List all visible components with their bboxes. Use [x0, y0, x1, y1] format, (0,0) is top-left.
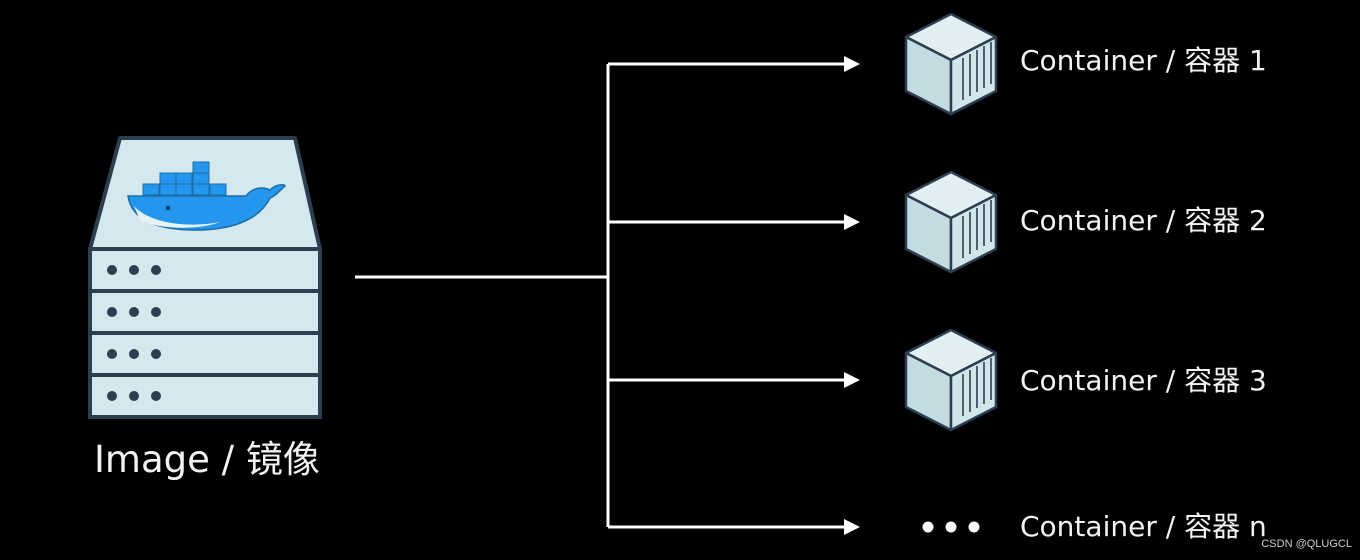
container-box-icon	[904, 12, 998, 116]
arrowhead-icon	[844, 372, 860, 388]
arrowheads	[844, 56, 860, 535]
connector-lines	[355, 62, 846, 529]
arrowhead-icon	[844, 519, 860, 535]
arrowhead-icon	[844, 214, 860, 230]
container-label-2: Container / 容器 2	[1020, 204, 1267, 237]
image-label: Image / 镜像	[94, 438, 320, 481]
watermark: CSDN @QLUGCL	[1261, 538, 1352, 550]
arrowhead-icon	[844, 56, 860, 72]
ellipsis-icon	[922, 521, 980, 533]
docker-image-server-icon	[88, 136, 322, 419]
docker-whale-icon	[127, 161, 286, 231]
server-rows	[88, 247, 322, 419]
container-label-1: Container / 容器 1	[1020, 44, 1267, 77]
container-label-3: Container / 容器 3	[1020, 364, 1267, 397]
container-label-n: Container / 容器 n	[1020, 510, 1267, 543]
container-box-icon	[904, 170, 998, 274]
container-box-icon	[904, 328, 998, 432]
